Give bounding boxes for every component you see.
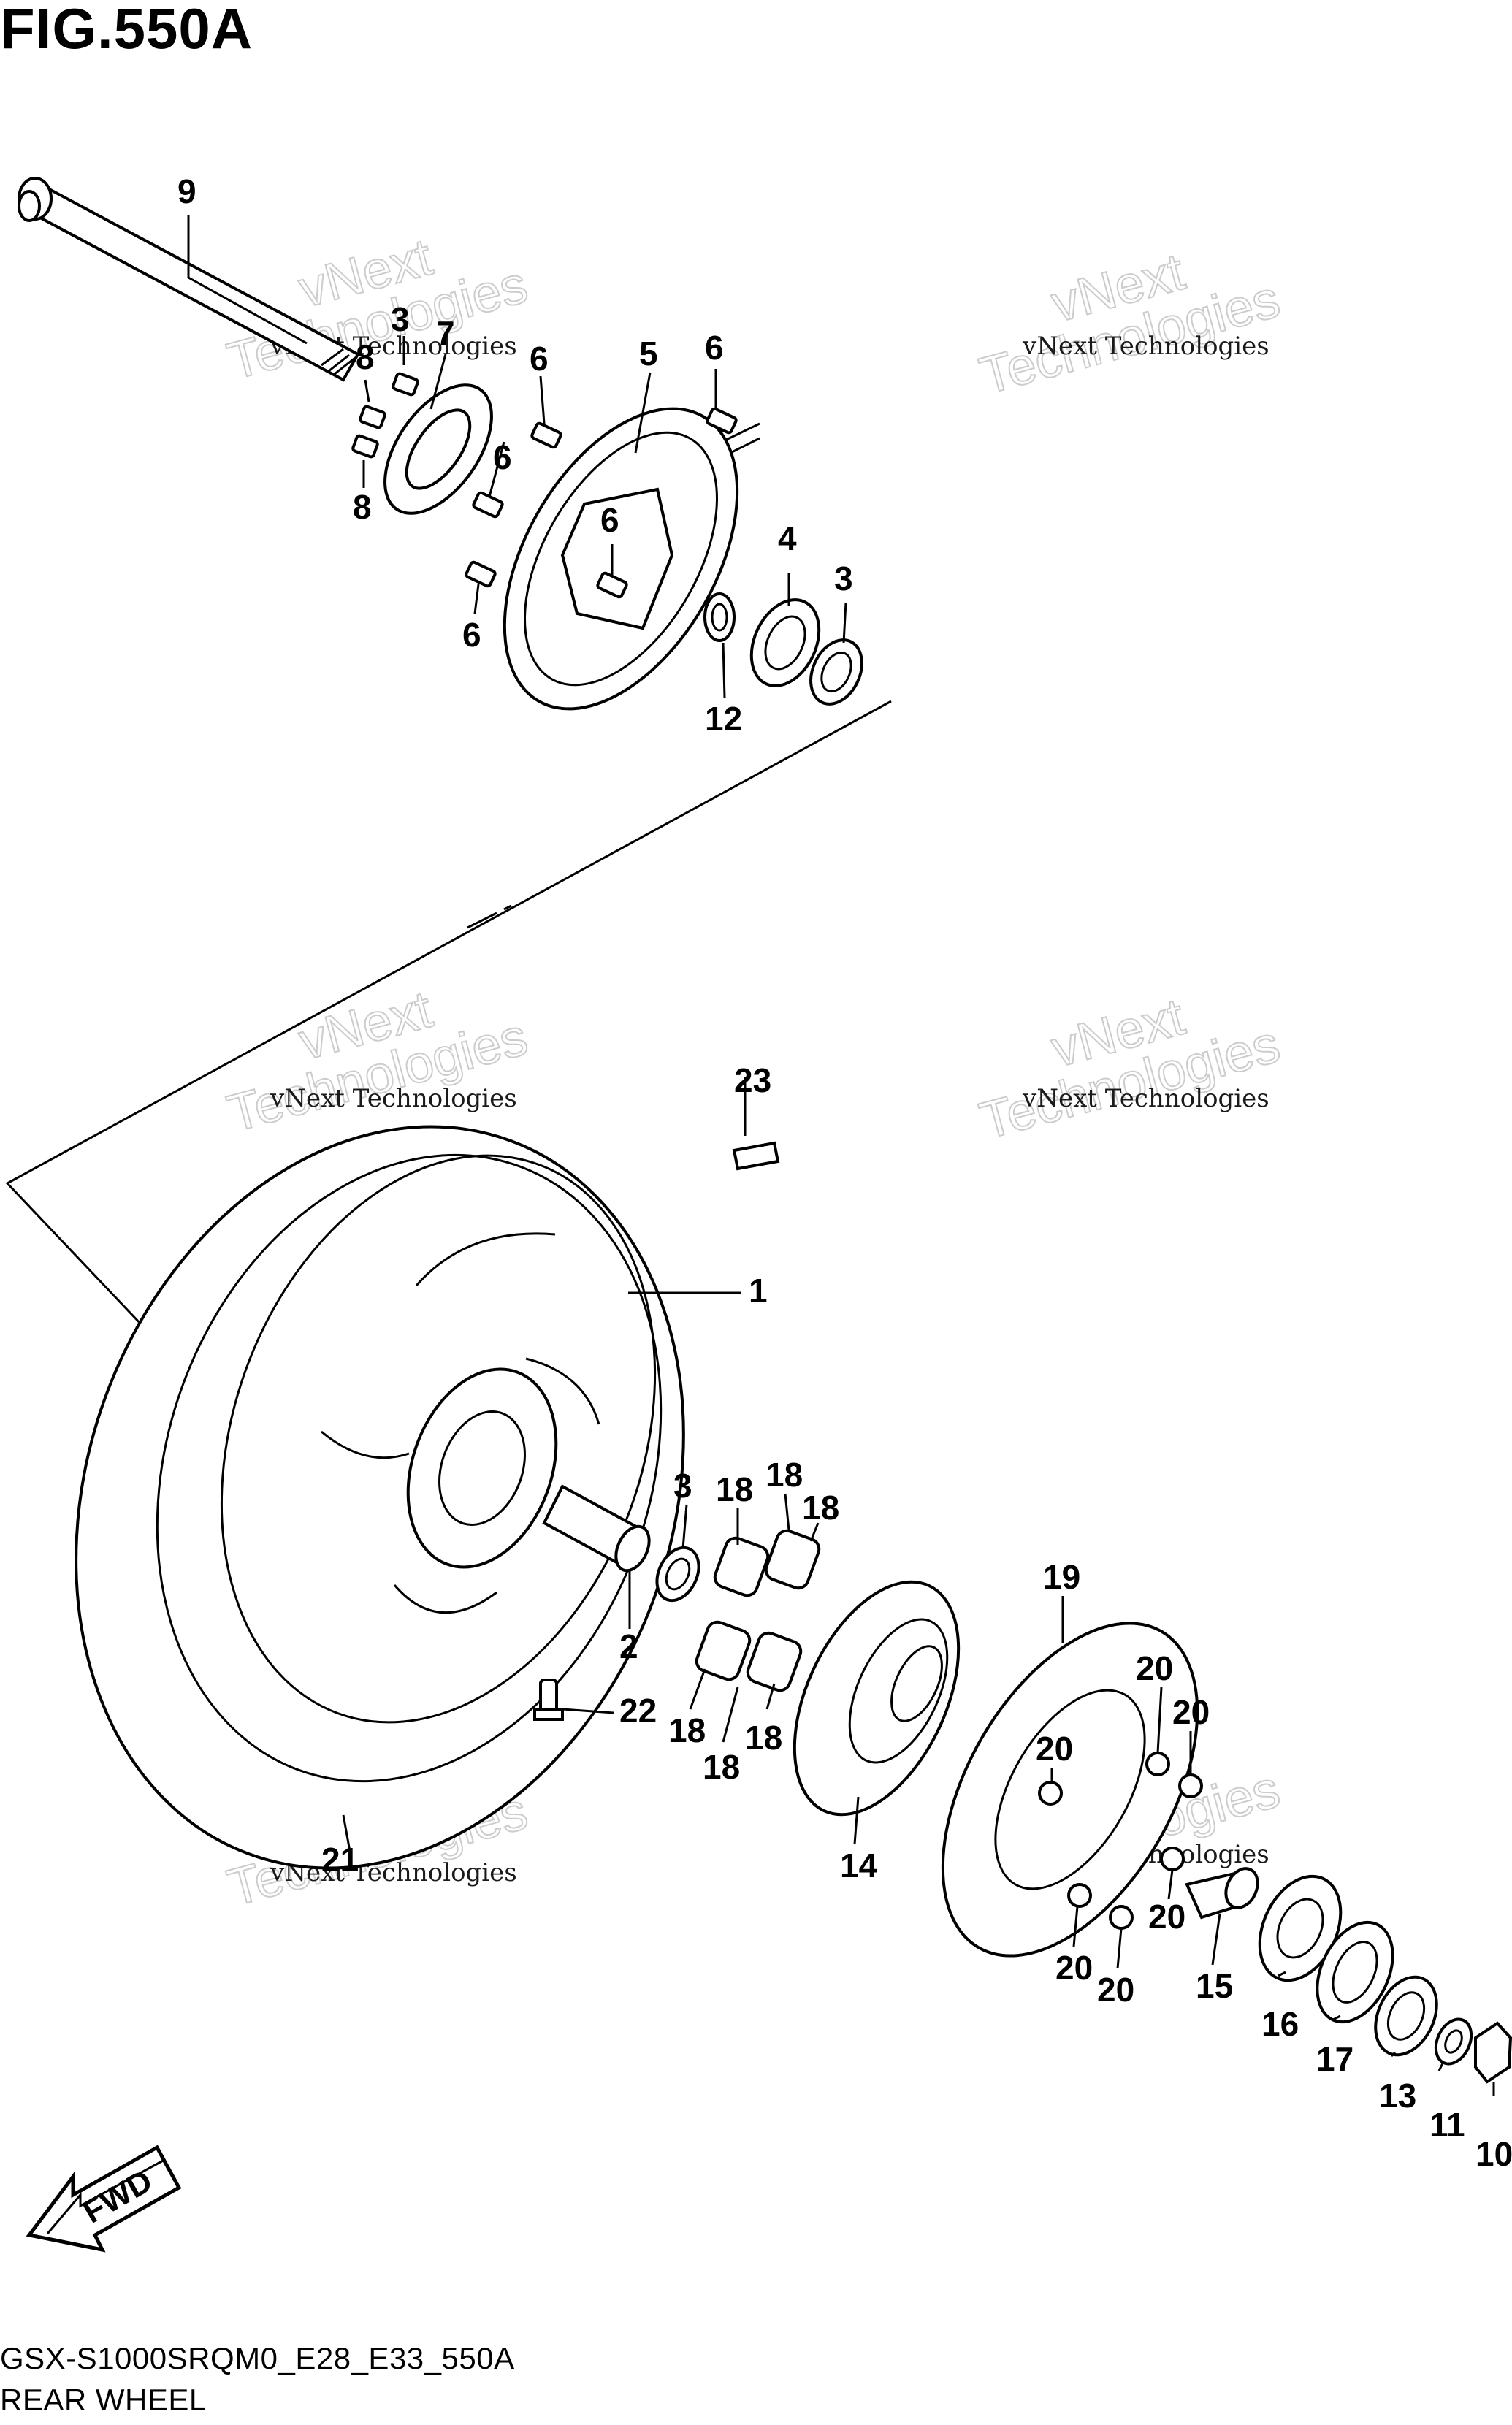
callout-label: 18 <box>765 1456 803 1494</box>
callout-label: 2 <box>619 1627 638 1665</box>
callout-label: 20 <box>1097 1971 1134 2009</box>
callout-label: 5 <box>639 335 658 373</box>
oil-seal <box>749 598 821 687</box>
hub-spacer <box>1185 1867 1259 1920</box>
oil-seal <box>1316 1920 1394 2024</box>
callout-label: 20 <box>1172 1693 1210 1731</box>
callout-label: 9 <box>177 172 196 210</box>
callout-label: 18 <box>703 1748 740 1786</box>
distance-collar <box>542 1484 651 1573</box>
callout-label: 8 <box>356 338 375 376</box>
rear-wheel <box>75 1125 685 1870</box>
callout-label: 21 <box>321 1841 359 1879</box>
diagram-name: REAR WHEEL <box>0 2383 207 2417</box>
rear-sprocket <box>941 1622 1199 1958</box>
callout-label: 3 <box>391 300 410 338</box>
callout-label: 6 <box>600 501 619 539</box>
callout-label: 12 <box>705 700 742 738</box>
callout-labels: 9 3 7 8 8 6 5 6 6 6 6 4 3 12 23 1 2 3 18… <box>177 172 1512 2173</box>
spacer <box>703 592 736 642</box>
callout-label: 6 <box>705 329 724 367</box>
callout-label: 7 <box>436 314 455 352</box>
disc-bolt <box>465 407 738 599</box>
callout-label: 23 <box>734 1061 771 1099</box>
bearing <box>655 1546 700 1603</box>
callout-label: 22 <box>619 1692 657 1730</box>
callout-label: 8 <box>353 488 372 526</box>
bolt <box>351 372 419 459</box>
callout-label: 20 <box>1036 1730 1073 1768</box>
callout-label: 10 <box>1475 2135 1512 2173</box>
callout-label: 4 <box>778 519 797 557</box>
callout-label: 19 <box>1043 1558 1080 1596</box>
callout-label: 3 <box>673 1467 692 1505</box>
callout-label: 6 <box>493 438 512 476</box>
watermark-text: vNext Technologies <box>1022 1084 1269 1113</box>
watermark-text: vNext Technologies <box>1022 332 1269 361</box>
brake-disc <box>503 407 739 711</box>
callout-label: 17 <box>1316 2040 1353 2078</box>
washer <box>1434 2017 1473 2066</box>
figure-title: FIG.550A <box>0 0 253 61</box>
axle <box>18 177 360 382</box>
callout-label: 18 <box>802 1489 839 1527</box>
sprocket-mounting-drum <box>793 1580 961 1817</box>
callout-label: 15 <box>1196 1967 1233 2005</box>
callout-label: 1 <box>749 1272 768 1310</box>
callout-label: 20 <box>1148 1898 1185 1936</box>
callout-label: 11 <box>1429 2106 1465 2144</box>
fwd-arrow-icon: FWD <box>26 2145 182 2253</box>
callout-label: 6 <box>530 340 549 378</box>
callout-label: 18 <box>745 1719 782 1757</box>
watermark-text: vNext Technologies <box>270 1084 517 1113</box>
bearing <box>809 638 863 706</box>
callout-label: 13 <box>1379 2077 1416 2115</box>
leader-lines <box>187 215 1495 2096</box>
tire-valve <box>533 1679 564 1721</box>
diagram-code: GSX-S1000SRQM0_E28_E33_550A <box>0 2341 515 2375</box>
sprocket-nut <box>1038 1752 1203 1930</box>
balancer-weight <box>732 1141 780 1171</box>
callout-label: 18 <box>716 1470 753 1508</box>
callout-label: 6 <box>462 616 481 654</box>
callout-label: 16 <box>1261 2005 1299 2043</box>
callout-label: 3 <box>834 560 853 597</box>
sensor-rotor <box>383 383 493 515</box>
callout-label: 18 <box>668 1711 706 1749</box>
cush-damper <box>695 1529 821 1692</box>
retainer <box>1374 1975 1438 2057</box>
callout-label: 20 <box>1136 1649 1173 1687</box>
callout-label: 20 <box>1055 1949 1093 1987</box>
callout-label: 14 <box>840 1847 878 1884</box>
axle-nut <box>1474 2021 1512 2084</box>
